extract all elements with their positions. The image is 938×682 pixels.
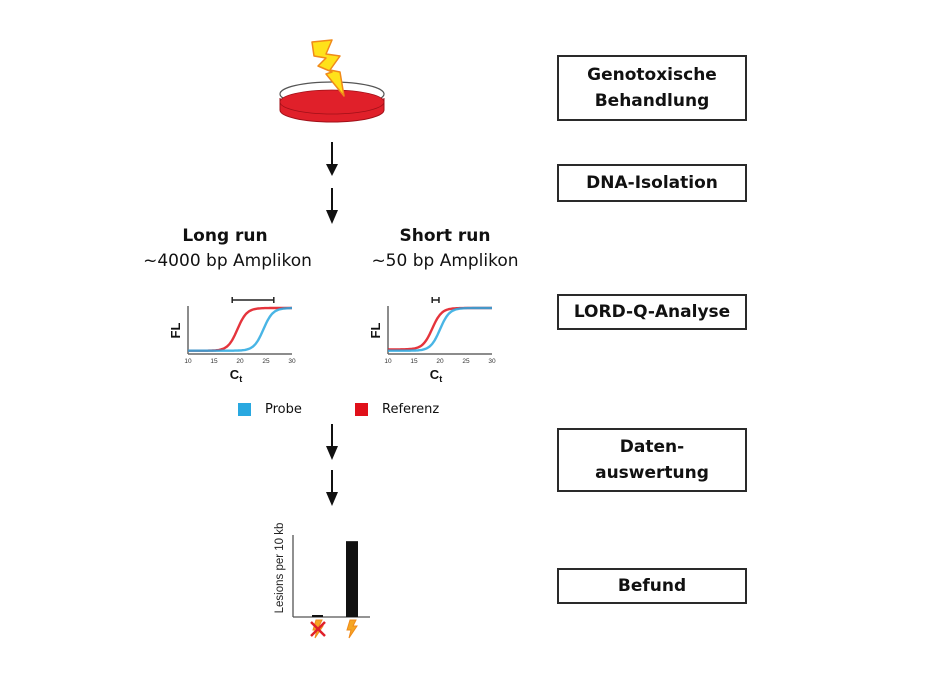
y-axis-label: FL bbox=[368, 323, 383, 339]
crossed-lightning-icon bbox=[310, 619, 326, 639]
step-label-line: auswertung bbox=[595, 463, 709, 483]
legend-probe: Probe bbox=[238, 402, 302, 417]
step-result: Befund bbox=[557, 568, 747, 604]
x-axis-label: Ct bbox=[230, 367, 242, 384]
long-run-subtitle: ~4000 bp Amplikon bbox=[143, 251, 312, 271]
flow-arrows-top bbox=[326, 142, 338, 224]
delta-ct-bar bbox=[231, 297, 275, 303]
x-tick-label: 15 bbox=[210, 358, 218, 365]
step-dna-isolation: DNA-Isolation bbox=[557, 164, 747, 202]
step-label-line: Behandlung bbox=[594, 91, 710, 111]
curve-probe bbox=[388, 306, 492, 352]
long-run-chart: 10 15 20 25 30 FL Ct bbox=[168, 297, 296, 384]
x-axis-label: Ct bbox=[430, 367, 442, 384]
arrow-down-icon bbox=[326, 142, 338, 176]
short-run-title: Short run bbox=[399, 226, 491, 246]
legend-swatch-probe bbox=[238, 403, 251, 416]
x-tick-label: 10 bbox=[184, 358, 192, 365]
delta-ct-bar bbox=[431, 297, 440, 303]
step-data-evaluation: Daten-auswertung bbox=[557, 428, 747, 492]
legend-label-probe: Probe bbox=[265, 402, 302, 417]
x-tick-label: 25 bbox=[262, 358, 270, 365]
lightning-bolt bbox=[311, 39, 345, 97]
curve-probe bbox=[188, 306, 292, 352]
bar-treated bbox=[346, 541, 358, 617]
bar-untreated bbox=[312, 615, 323, 617]
curve-referenz bbox=[188, 306, 292, 352]
arrow-down-icon bbox=[326, 470, 338, 506]
long-run-title: Long run bbox=[182, 226, 268, 246]
step-label-line: Genotoxische bbox=[587, 65, 717, 85]
x-tick-label: 15 bbox=[410, 358, 418, 365]
arrow-down-icon bbox=[326, 424, 338, 460]
flow-arrows-bottom bbox=[326, 424, 338, 506]
step-label-line: Daten- bbox=[619, 437, 685, 457]
petri-dish-liquid bbox=[279, 89, 385, 115]
y-axis-label: Lesions per 10 kb bbox=[274, 523, 286, 614]
x-tick-label: 20 bbox=[236, 358, 244, 365]
step-label: Befund bbox=[617, 576, 687, 596]
lesions-bar-chart: Lesions per 10 kb bbox=[274, 523, 370, 639]
y-axis-label: FL bbox=[168, 323, 183, 339]
x-tick-label: 20 bbox=[436, 358, 444, 365]
x-tick-label: 25 bbox=[462, 358, 470, 365]
x-tick-label: 30 bbox=[488, 358, 496, 365]
step-label: DNA-Isolation bbox=[586, 173, 718, 193]
x-tick-label: 10 bbox=[384, 358, 392, 365]
lightning-icon bbox=[346, 619, 358, 639]
legend-referenz: Referenz bbox=[355, 402, 439, 417]
short-run-chart: 10 15 20 25 30 FL Ct bbox=[368, 297, 496, 384]
arrow-down-icon bbox=[326, 188, 338, 224]
x-tick-label: 30 bbox=[288, 358, 296, 365]
legend-label-referenz: Referenz bbox=[382, 402, 440, 417]
step-label: LORD-Q-Analyse bbox=[573, 302, 731, 322]
legend-swatch-referenz bbox=[355, 403, 368, 416]
short-run-subtitle: ~50 bp Amplikon bbox=[371, 251, 519, 271]
step-lordq-analysis: LORD-Q-Analyse bbox=[557, 294, 747, 330]
petri-dish-lightning-icon bbox=[279, 39, 385, 123]
